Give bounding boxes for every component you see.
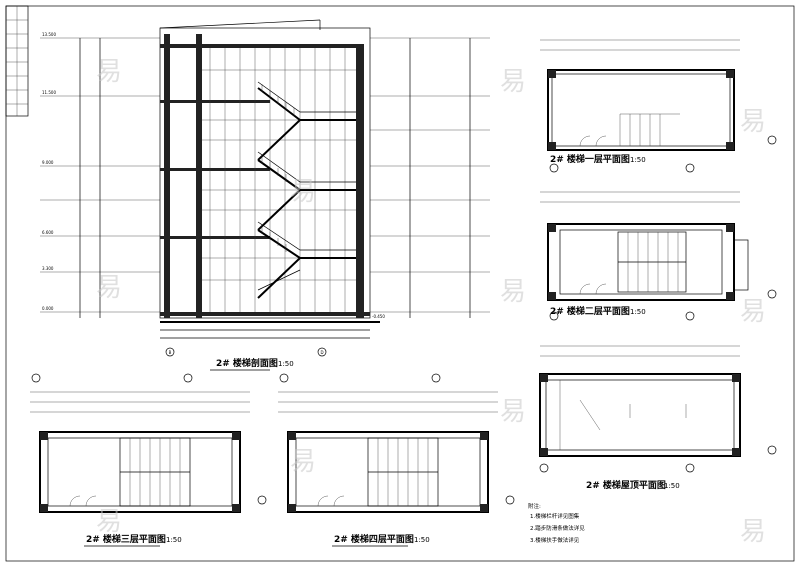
level-label: 0.000 [42,306,54,311]
watermark-glyph: 易 [500,67,526,97]
plan5-title: 2# 楼梯屋顶平面图 [586,479,666,491]
level-label: 13.500 [42,32,56,37]
stair-section: B D 13.500 11.500 9.000 6.600 3.300 0.00… [40,19,490,357]
plan3-title: 2# 楼梯三层平面图 [86,533,166,545]
note-item: 1.楼梯栏杆详见图集 [530,512,580,520]
watermark-glyph: 易 [96,57,122,87]
level-label: 6.600 [42,230,54,235]
section-scale: 1:50 [278,360,294,368]
plan-4 [278,373,515,513]
plan3-scale: 1:50 [166,536,182,544]
watermark-layer: 易 易 易 易 易 易 易 易 易 易 易 [96,57,766,547]
sheet-border [5,5,795,562]
plan2-scale: 1:50 [630,308,646,316]
notes-block: 附注: 1.楼梯栏杆详见图集 2.踏步防滑条做法详见 3.楼梯扶手做法详见 [528,502,585,544]
watermark-glyph: 易 [740,517,766,547]
plan5-scale: 1:50 [664,482,680,490]
watermark-glyph: 易 [96,273,122,303]
level-label: 3.300 [42,266,54,271]
level-label: 9.000 [42,160,54,165]
note-item: 3.楼梯扶手做法详见 [530,536,580,544]
watermark-glyph: 易 [96,507,122,537]
grid-label-left: B [169,350,172,355]
plan-1 [540,39,777,173]
plan-3 [30,373,267,513]
plan-2 [540,191,777,321]
notes-heading: 附注: [528,502,541,510]
watermark-glyph: 易 [740,107,766,137]
note-item: 2.踏步防滑条做法详见 [530,524,585,532]
watermark-glyph: 易 [500,277,526,307]
plan4-title: 2# 楼梯四层平面图 [334,533,414,545]
plan4-scale: 1:50 [414,536,430,544]
plan1-title: 2# 楼梯一层平面图 [550,153,630,165]
watermark-glyph: 易 [740,297,766,327]
plan2-title: 2# 楼梯二层平面图 [550,305,630,317]
watermark-glyph: 易 [500,397,526,427]
watermark-glyph: 易 [290,447,316,477]
watermark-glyph: 易 [290,177,316,207]
grid-label-right: D [320,350,323,355]
title-block-lines [6,6,28,116]
level-label: 11.500 [42,90,56,95]
level-label: -0.450 [372,314,385,319]
plan-5-roof [539,345,777,473]
section-title: 2# 楼梯剖面图 [216,357,278,369]
plan1-scale: 1:50 [630,156,646,164]
